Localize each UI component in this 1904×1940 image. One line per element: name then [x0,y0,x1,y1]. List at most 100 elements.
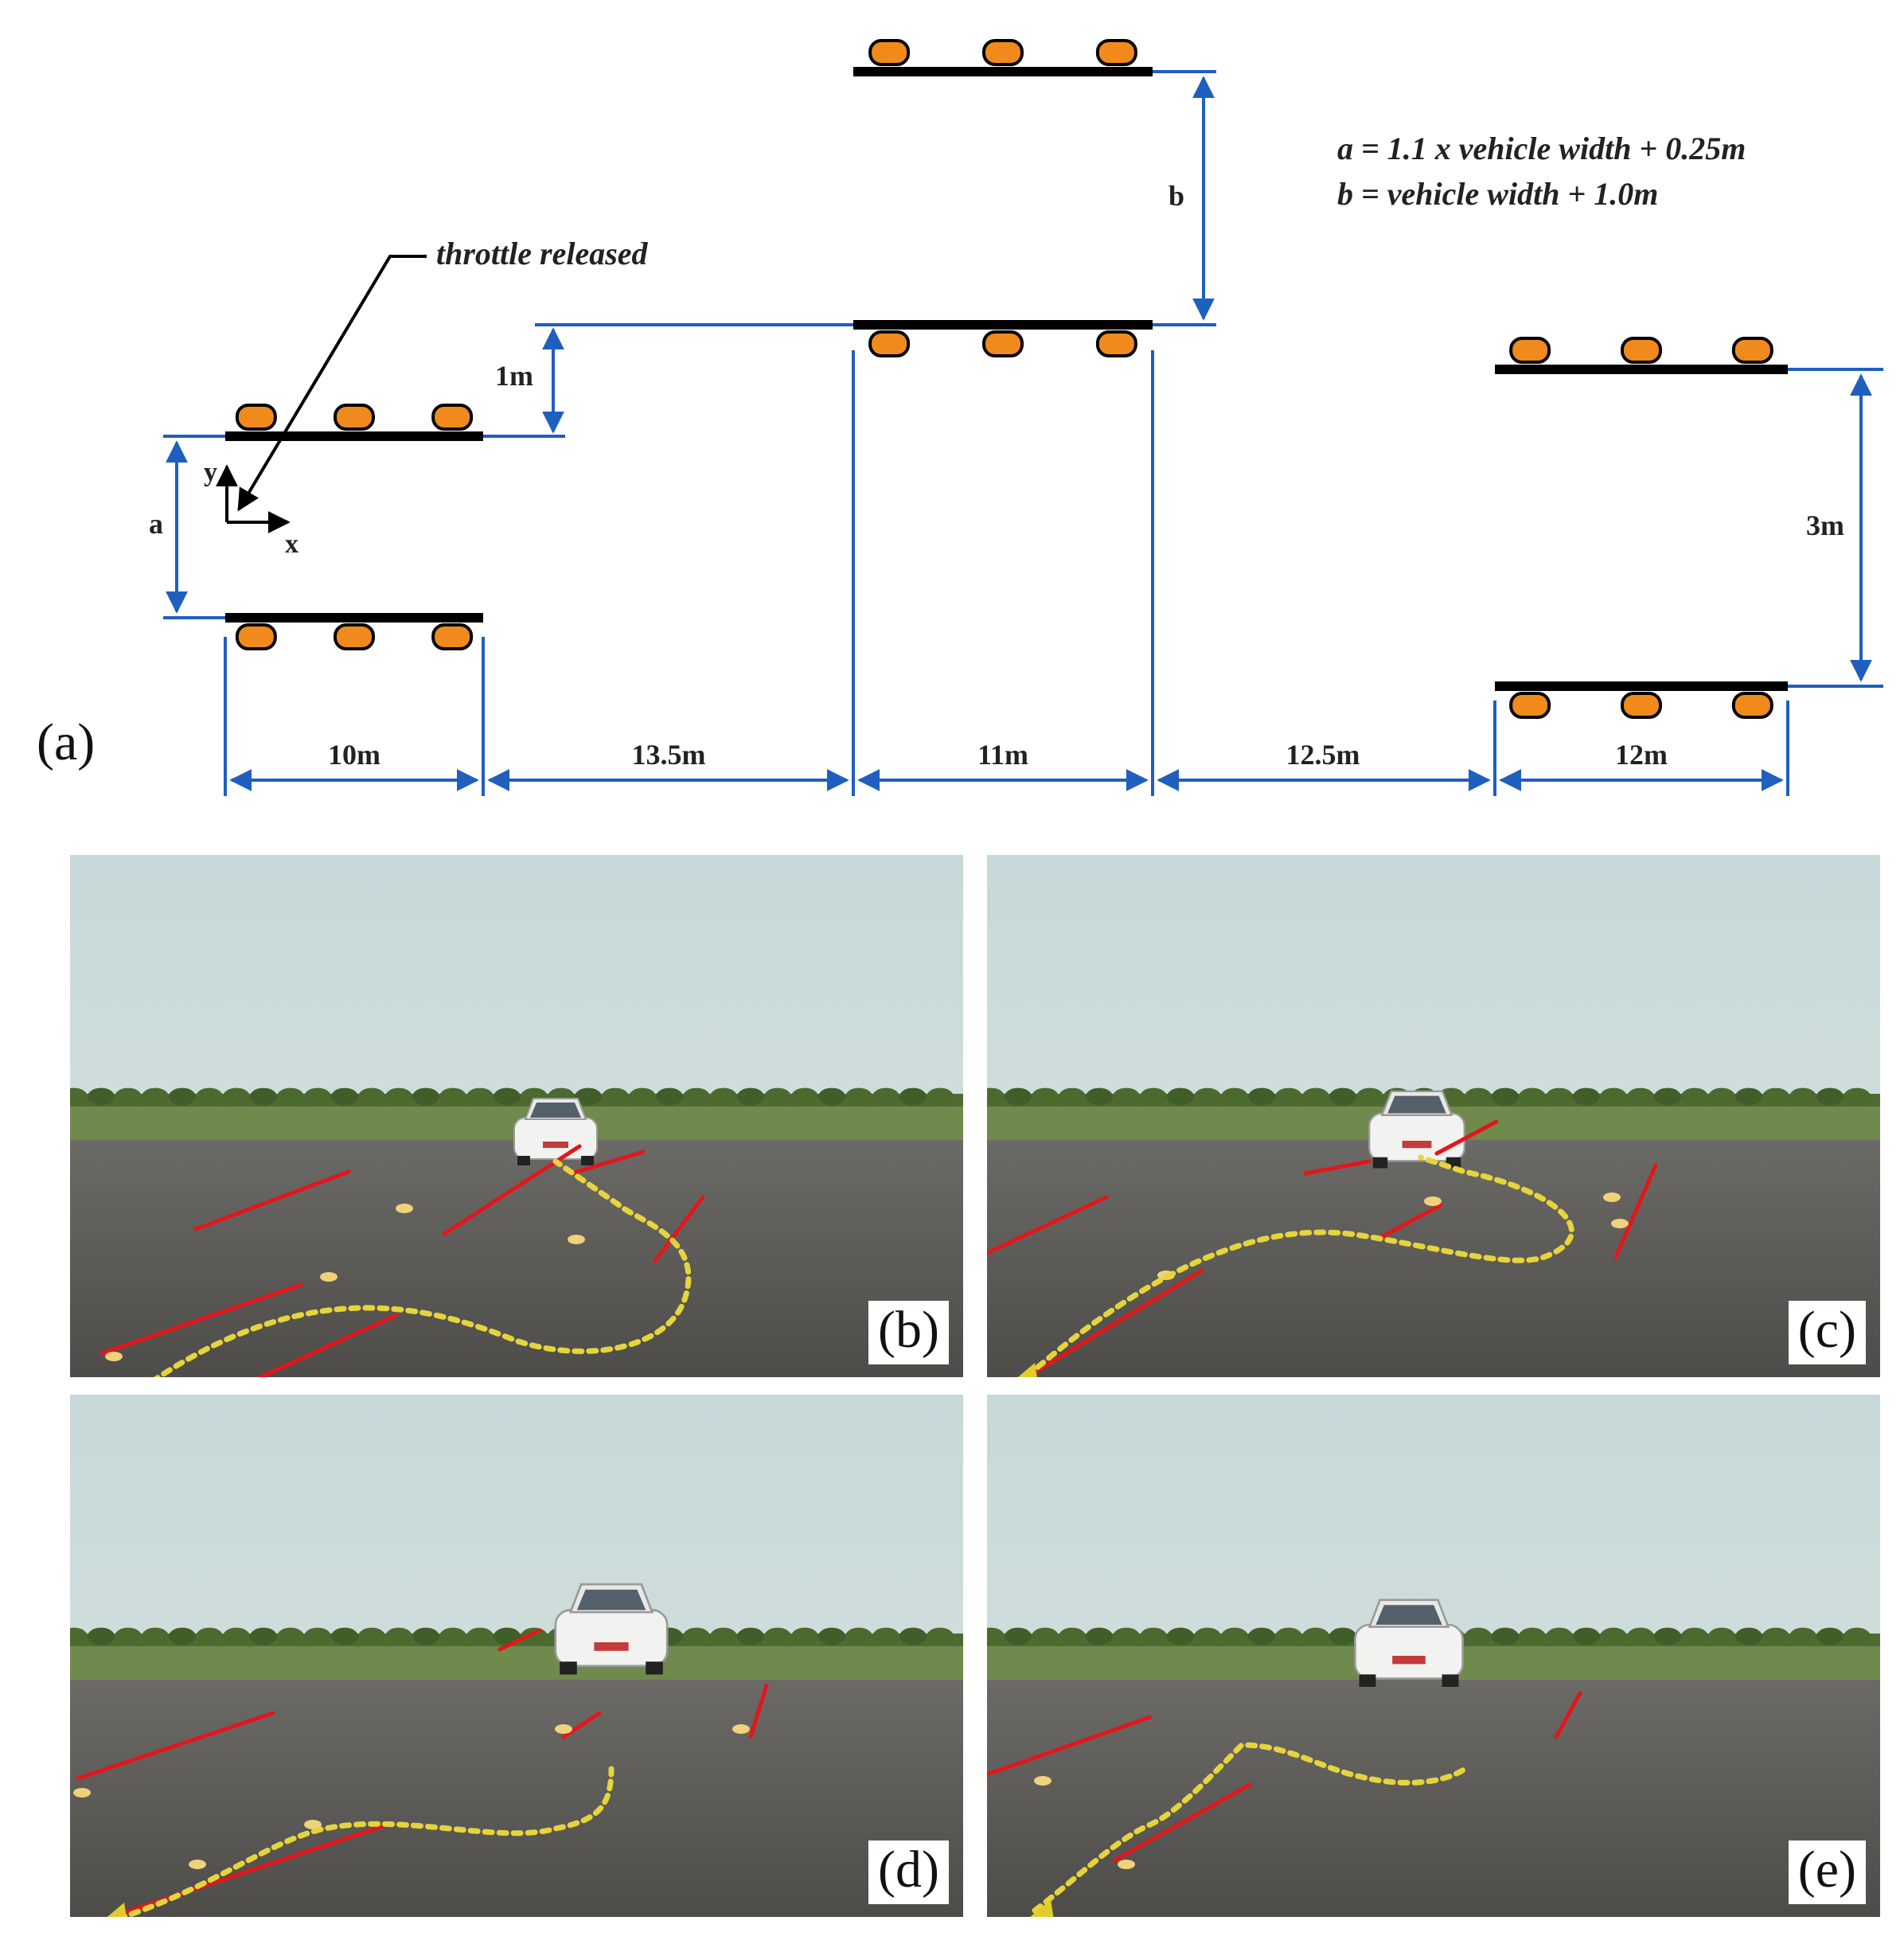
cone-marker [334,404,375,431]
tree [1735,1087,1762,1106]
tree [1086,1087,1113,1106]
cone [320,1272,337,1282]
tree [899,1627,927,1645]
tree [1519,1627,1546,1645]
cone-marker [982,330,1024,357]
tree [1762,1627,1789,1645]
tree [1329,1087,1356,1106]
tree [521,1627,548,1645]
tree [1275,1087,1302,1106]
car-wheel [1359,1674,1376,1687]
tree [223,1627,250,1645]
tree [1627,1087,1654,1106]
tree [1492,1627,1519,1645]
gate-line [1303,1159,1371,1176]
tree [439,1087,466,1106]
trajectory-path [1024,1154,1574,1377]
tree [1600,1627,1627,1645]
tree [142,1627,169,1645]
car-plate [1392,1656,1426,1665]
cone-marker [1095,39,1137,66]
tree [358,1087,385,1106]
cone-marker [1509,692,1551,719]
tree [818,1087,845,1106]
tree [1221,1087,1248,1106]
test-car [1354,1598,1464,1687]
tree [1221,1627,1248,1645]
tree [818,1627,845,1645]
panel-label-b: (b) [868,1301,949,1364]
dim-label-a: a [149,508,163,540]
cone-marker [235,404,277,431]
photo-panel-b: (b) [70,855,963,1377]
tree [1248,1627,1275,1645]
tree [169,1087,196,1106]
tree [1546,1627,1573,1645]
car-windshield [1387,1095,1446,1114]
gate-line [1434,1119,1499,1156]
tree [1465,1627,1492,1645]
tree [1492,1087,1519,1106]
extension-lines [163,70,1883,796]
car-wheel [1442,1674,1459,1687]
tree [1573,1627,1600,1645]
length-label-1: 10m [328,739,380,771]
track-photo-b [70,855,963,1377]
car-body [1368,1112,1465,1162]
cone [1611,1219,1629,1228]
test-car [554,1583,669,1675]
tree-line [70,1627,963,1649]
cone [189,1860,206,1869]
tree [466,1087,494,1106]
tree [1708,1627,1735,1645]
tree [764,1087,791,1106]
cone-marker [1621,692,1662,719]
tree [1573,1087,1600,1106]
tree [764,1627,791,1645]
gate-line [987,1195,1109,1255]
gate-line [653,1195,705,1263]
cone [73,1788,91,1798]
car-wheel [646,1661,663,1675]
gate-bars [225,39,1788,719]
asphalt [987,1140,1880,1377]
cone-marker [868,330,911,357]
cone [1034,1776,1051,1786]
tree [1167,1087,1194,1106]
tree [1194,1087,1221,1106]
dim-label-3m: 3m [1806,509,1844,541]
car-body [554,1609,669,1668]
tree [304,1087,331,1106]
dim-label-b: b [1169,180,1184,212]
tree [412,1087,439,1106]
tree [1844,1087,1871,1106]
tree [1167,1627,1194,1645]
gate-line [1024,1268,1204,1377]
cone-marker [1621,337,1662,364]
gate-line [569,1150,646,1176]
tree [1059,1087,1086,1106]
tree [1654,1087,1681,1106]
trajectory-path [1032,1742,1468,1914]
tree [602,1087,629,1106]
tree [412,1627,439,1645]
tree [277,1087,304,1106]
tree [1005,1627,1032,1645]
length-label-5: 12m [1615,739,1668,771]
tree [1032,1087,1059,1106]
tree [1086,1627,1113,1645]
tree [115,1627,142,1645]
tree-line [987,1087,1880,1110]
tree [1302,1627,1329,1645]
tree [1600,1087,1627,1106]
tree [223,1087,250,1106]
gate-bar-1 [225,431,483,441]
tree [1816,1627,1844,1645]
panel-label-c: (c) [1788,1301,1866,1364]
tree [575,1087,602,1106]
tree [656,1087,683,1106]
trajectory-path [115,1766,615,1917]
track-layout-diagram: 10m 13.5m 11m 12.5m 12m a 1m b 3m a = 1.… [37,39,1883,796]
tree [1546,1087,1573,1106]
tree [250,1627,277,1645]
